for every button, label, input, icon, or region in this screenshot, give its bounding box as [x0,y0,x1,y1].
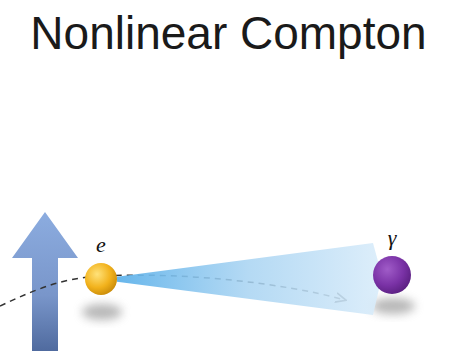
laser-arrow [12,212,78,351]
photon-particle: γ [369,225,415,295]
particle-label: γ [369,225,415,251]
particle-shape [81,262,121,296]
particle-label: e [81,232,121,258]
emission-cone [117,243,379,315]
electron-shadow [82,304,122,320]
diagram-title: Nonlinear Compton [0,6,457,61]
photon-particle [373,256,411,294]
photon-shadow [371,298,415,314]
electron-particle [85,263,117,295]
particle-shape [369,255,415,295]
electron-particle: e [81,232,121,296]
